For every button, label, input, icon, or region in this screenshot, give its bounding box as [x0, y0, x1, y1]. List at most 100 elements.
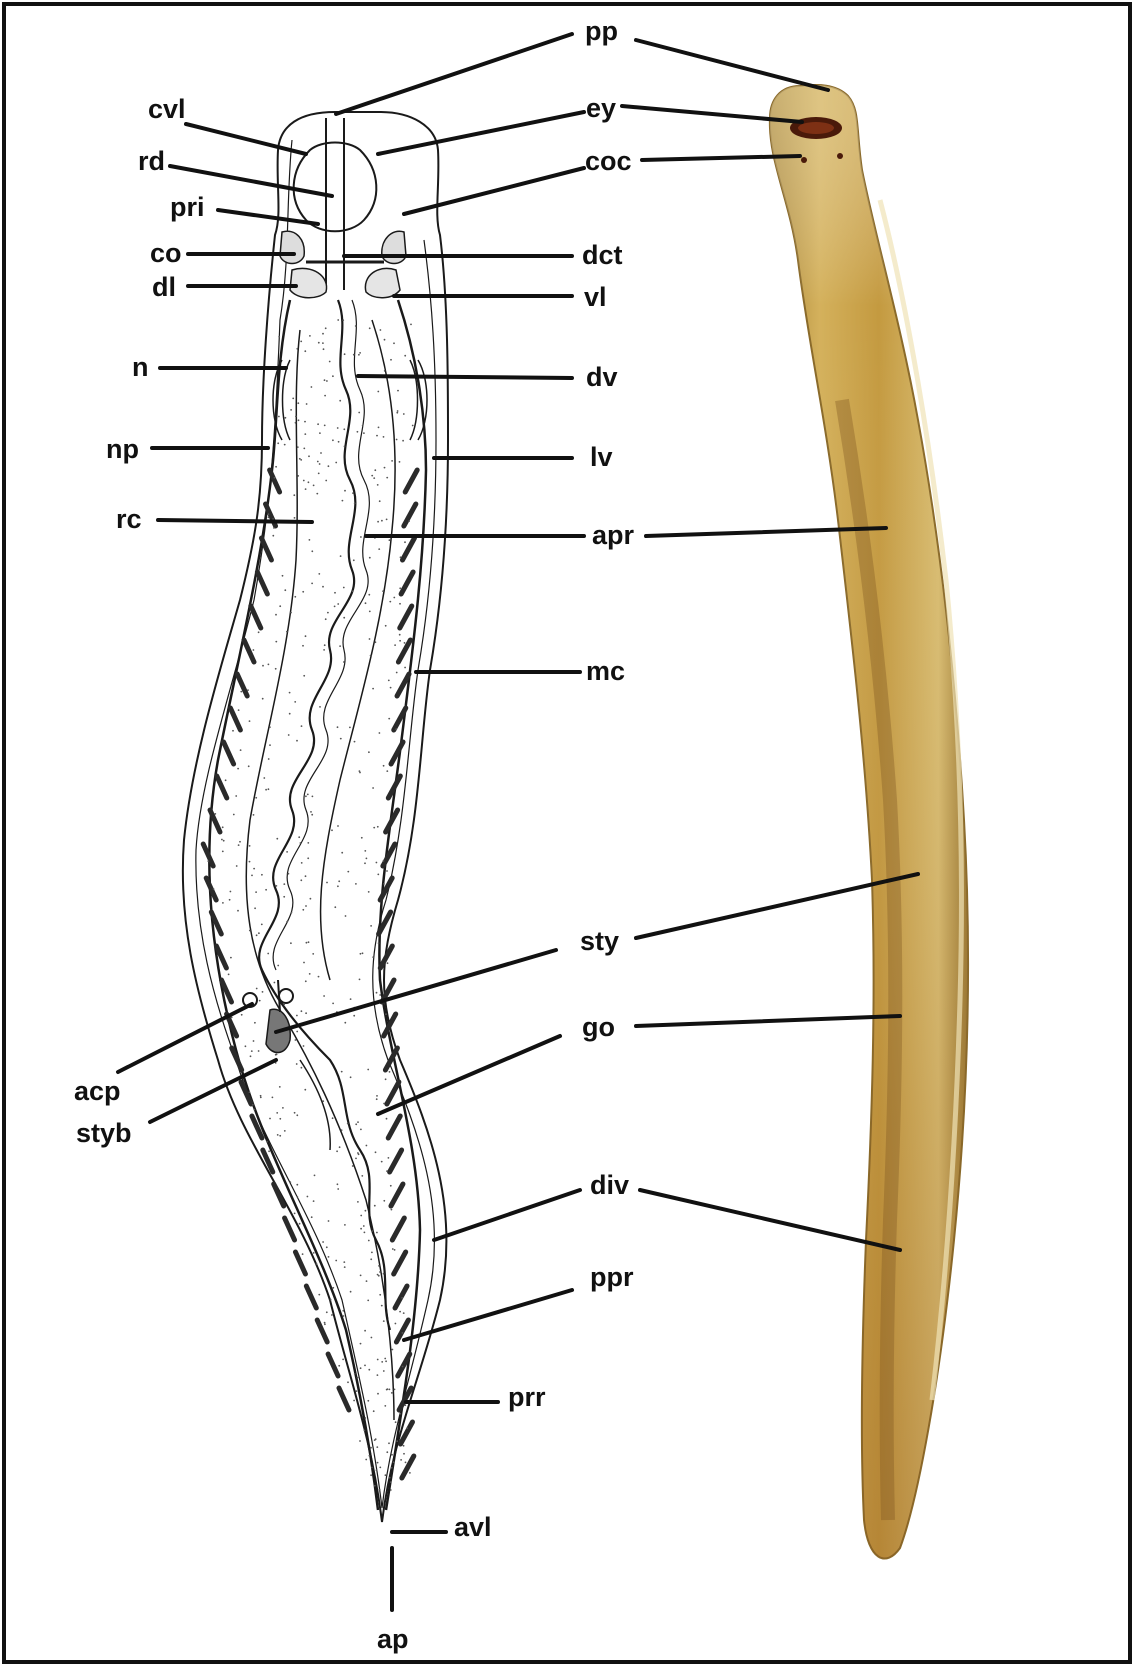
- stipple-dot: [389, 1389, 391, 1391]
- stipple-dot: [317, 461, 319, 463]
- label-sty: sty: [580, 926, 619, 956]
- stipple-dot: [368, 891, 370, 893]
- stipple-dot: [383, 1320, 385, 1322]
- stipple-dot: [323, 649, 325, 651]
- label-ppr: ppr: [590, 1262, 634, 1292]
- stipple-dot: [283, 883, 285, 885]
- stipple-dot: [239, 841, 241, 843]
- stipple-dot: [294, 517, 296, 519]
- stipple-dot: [385, 1078, 387, 1080]
- stipple-dot: [251, 1050, 253, 1052]
- stipple-dot: [371, 1252, 373, 1254]
- stipple-dot: [408, 520, 410, 522]
- stipple-dot: [366, 1280, 368, 1282]
- stipple-dot: [297, 475, 299, 477]
- stipple-dot: [337, 1183, 339, 1185]
- stipple-dot: [378, 942, 380, 944]
- stipple-dot: [335, 1260, 337, 1262]
- label-lv: lv: [590, 442, 613, 472]
- stipple-dot: [388, 1442, 390, 1444]
- stipple-dot: [303, 675, 305, 677]
- stipple-dot: [343, 661, 345, 663]
- stipple-dot: [344, 446, 346, 448]
- stipple-dot: [383, 1273, 385, 1275]
- stipple-dot: [302, 591, 304, 593]
- stipple-dot: [355, 325, 357, 327]
- stipple-dot: [381, 1161, 383, 1163]
- stipple-dot: [364, 862, 366, 864]
- stipple-dot: [229, 899, 231, 901]
- stipple-dot: [343, 428, 345, 430]
- stipple-dot: [395, 1421, 397, 1423]
- stipple-dot: [253, 868, 255, 870]
- stipple-dot: [379, 500, 381, 502]
- stipple-dot: [228, 974, 230, 976]
- stipple-dot: [358, 412, 360, 414]
- stipple-dot: [340, 738, 342, 740]
- stipple-dot: [322, 1100, 324, 1102]
- stipple-dot: [279, 1086, 281, 1088]
- stipple-dot: [344, 1022, 346, 1024]
- stipple-dot: [370, 925, 372, 927]
- stipple-dot: [324, 1323, 326, 1325]
- stipple-dot: [262, 991, 264, 993]
- stipple-dot: [332, 1287, 334, 1289]
- stipple-dot: [339, 645, 341, 647]
- stipple-dot: [309, 335, 311, 337]
- stipple-dot: [385, 1013, 387, 1015]
- stipple-dot: [310, 898, 312, 900]
- stipple-dot: [393, 597, 395, 599]
- stipple-dot: [393, 342, 395, 344]
- stipple-dot: [376, 1232, 378, 1234]
- stipple-dot: [261, 924, 263, 926]
- stipple-dot: [372, 688, 374, 690]
- specimen-eye-highlight: [798, 122, 834, 134]
- stipple-dot: [392, 1248, 394, 1250]
- stipple-dot: [289, 1181, 291, 1183]
- stipple-dot: [389, 601, 391, 603]
- stipple-dot: [254, 1022, 256, 1024]
- specimen-cephalic-spot-2: [837, 153, 843, 159]
- stipple-dot: [364, 1417, 366, 1419]
- stipple-dot: [394, 644, 396, 646]
- label-apr: apr: [592, 520, 635, 550]
- stipple-dot: [306, 403, 308, 405]
- stipple-dot: [308, 455, 310, 457]
- stipple-dot: [260, 1095, 262, 1097]
- stipple-dot: [276, 1054, 278, 1056]
- stipple-dot: [292, 398, 294, 400]
- stipple-dot: [343, 1261, 345, 1263]
- stipple-dot: [390, 1185, 392, 1187]
- stipple-dot: [390, 359, 392, 361]
- stipple-dot: [308, 941, 310, 943]
- stipple-dot: [301, 862, 303, 864]
- stipple-dot: [379, 1467, 381, 1469]
- label-pp: pp: [585, 16, 618, 46]
- stipple-dot: [381, 1305, 383, 1307]
- stipple-dot: [365, 602, 367, 604]
- stipple-dot: [298, 419, 300, 421]
- stipple-dot: [279, 1118, 281, 1120]
- stipple-dot: [364, 1232, 366, 1234]
- stipple-dot: [359, 352, 361, 354]
- stipple-dot: [279, 605, 281, 607]
- stipple-dot: [331, 1314, 333, 1316]
- stipple-dot: [334, 592, 336, 594]
- stipple-dot: [249, 845, 251, 847]
- stipple-dot: [393, 1461, 395, 1463]
- stipple-dot: [369, 327, 371, 329]
- stipple-dot: [347, 1123, 349, 1125]
- stipple-dot: [337, 885, 339, 887]
- stipple-dot: [355, 883, 357, 885]
- stipple-dot: [329, 361, 331, 363]
- stipple-dot: [222, 851, 224, 853]
- stipple-dot: [391, 1454, 393, 1456]
- stipple-dot: [399, 640, 401, 642]
- stipple-dot: [390, 1481, 392, 1483]
- stipple-dot: [390, 1489, 392, 1491]
- stipple-dot: [397, 410, 399, 412]
- stipple-dot: [305, 795, 307, 797]
- stipple-dot: [362, 952, 364, 954]
- stipple-dot: [380, 329, 382, 331]
